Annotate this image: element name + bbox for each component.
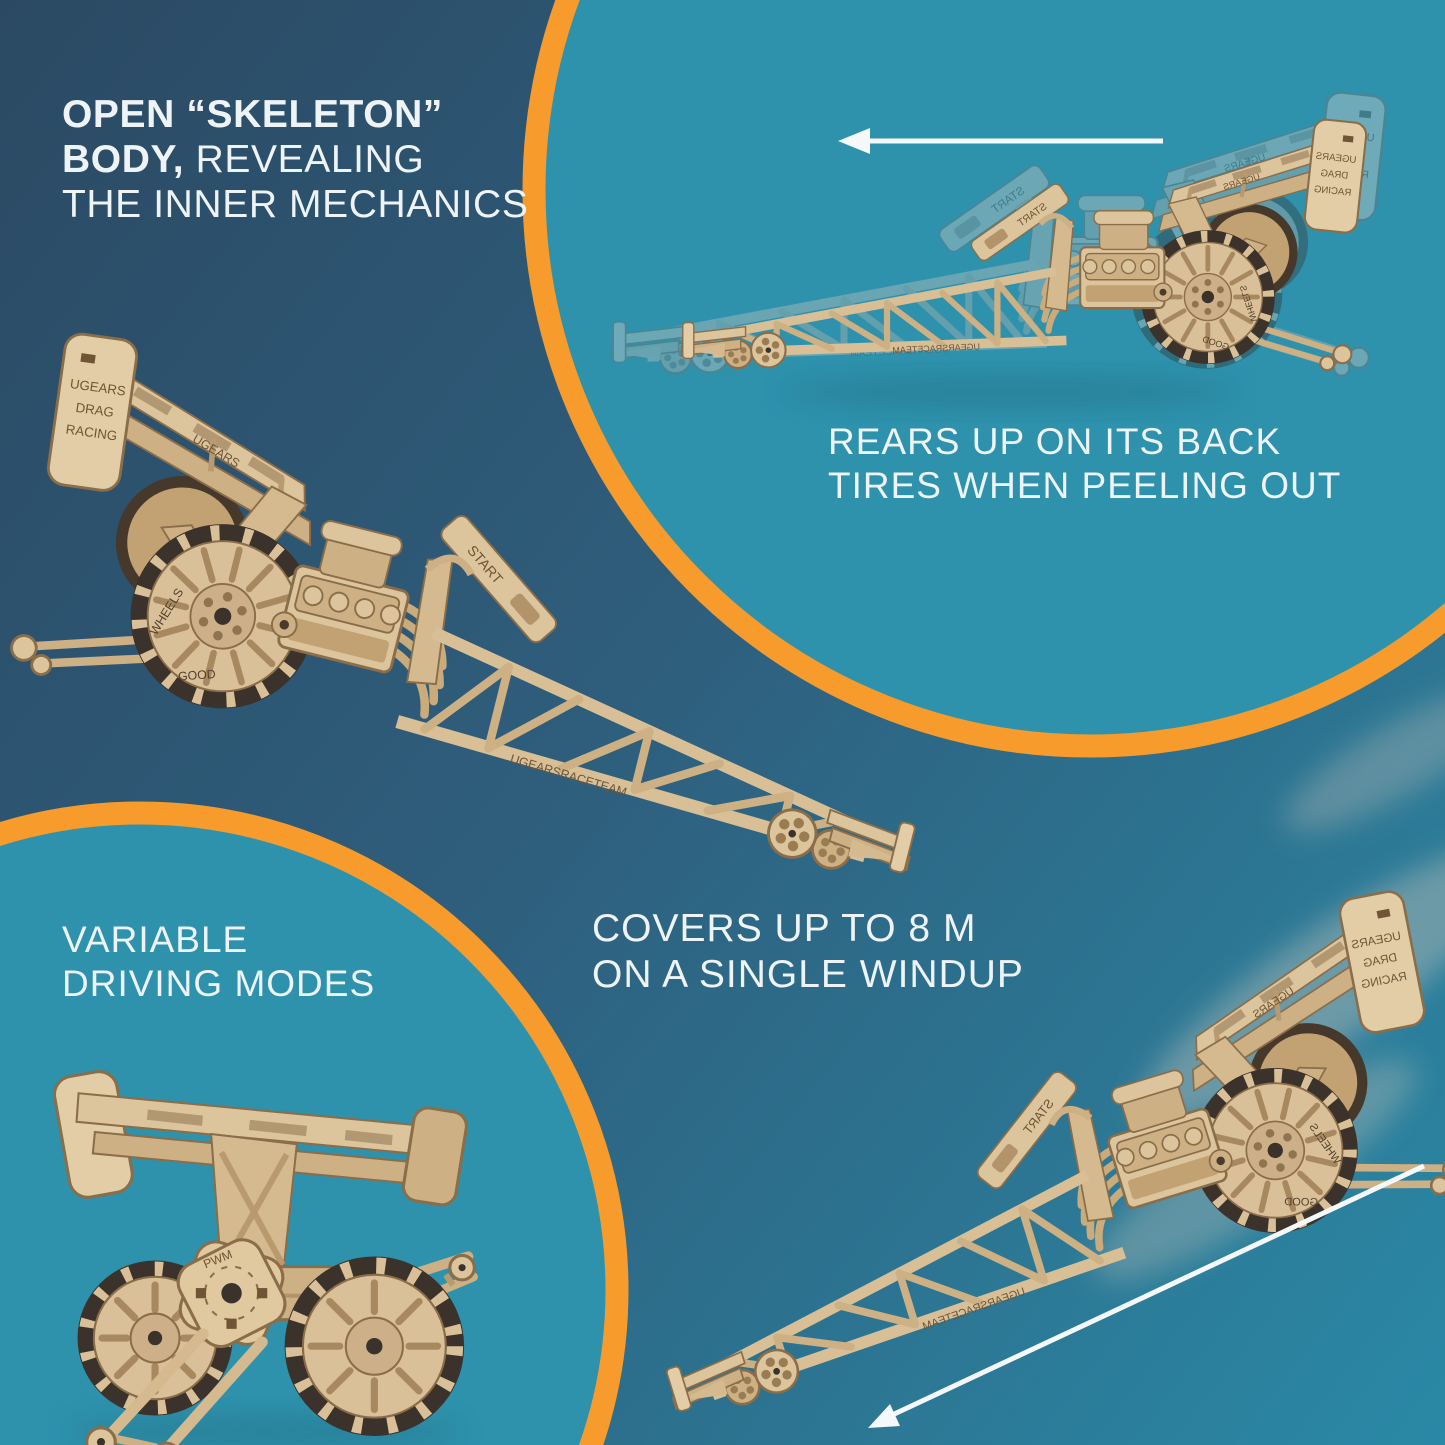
callout-text-bold: OPEN “SKELETON”	[62, 93, 444, 136]
callout-open-skeleton-body: OPEN “SKELETON” BODY, REVEALING THE INNE…	[62, 92, 528, 227]
callout-variable-driving-modes: VARIABLE DRIVING MODES	[62, 918, 375, 1006]
ground-shadow	[780, 378, 1240, 406]
callout-line: OPEN “SKELETON”	[62, 92, 528, 137]
callout-line: REARS UP ON ITS BACK	[828, 421, 1282, 462]
callout-covers-8m: COVERS UP TO 8 M ON A SINGLE WINDUP	[592, 906, 1024, 998]
callout-line: VARIABLE	[62, 919, 249, 960]
callout-text: THE INNER MECHANICS	[62, 183, 529, 226]
callout-line: ON A SINGLE WINDUP	[592, 953, 1024, 996]
callout-text-bold: BODY,	[62, 138, 185, 181]
callout-line: THE INNER MECHANICS	[62, 182, 528, 227]
callout-line: DRIVING MODES	[62, 963, 376, 1004]
callout-text: REVEALING	[184, 138, 425, 181]
callout-line: TIRES WHEN PEELING OUT	[828, 465, 1342, 506]
left-arrow	[838, 128, 1163, 154]
callout-line: COVERS UP TO 8 M	[592, 907, 977, 950]
diagonal-arrow	[868, 1163, 1426, 1428]
callout-line: BODY, REVEALING	[62, 137, 528, 182]
callout-rears-up: REARS UP ON ITS BACK TIRES WHEN PEELING …	[828, 420, 1341, 508]
